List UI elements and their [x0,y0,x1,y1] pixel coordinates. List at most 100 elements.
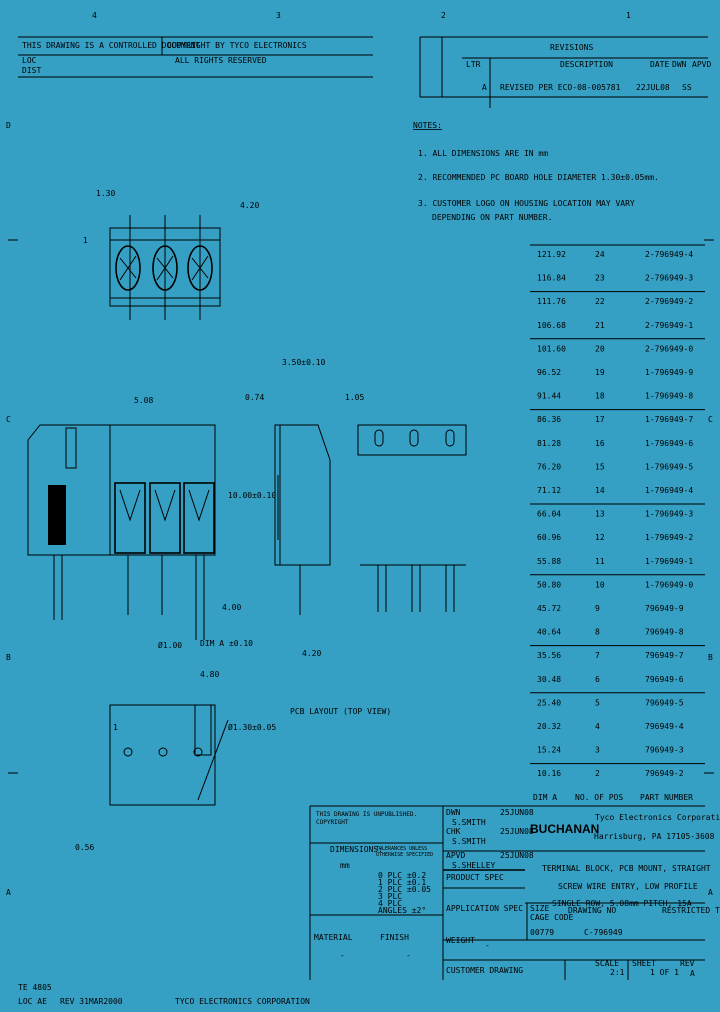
rev-description: REVISED PER ECO-08-005781 [500,83,621,92]
table-cell: 18 [595,392,605,401]
table-cell: 15 [595,462,605,471]
table-cell: 1-796949-4 [645,486,693,495]
dwn-name: S.SMITH [452,818,486,827]
table-cell: 1-796949-7 [645,415,693,424]
table-cell: 1-796949-8 [645,392,693,401]
front-view: 5.08 3.50±0.10 Ø1.00 4.80 4.00 [27,358,326,679]
rev-col: DATE [650,60,669,69]
table-cell: 1-796949-3 [645,510,693,519]
table-cell: 60.96 [537,533,561,542]
zone-label: A [6,888,11,897]
table-cell: 121.92 [537,250,566,259]
table-cell: 7 [595,651,600,660]
table-cell: 796949-5 [645,698,684,707]
table-cell: 796949-2 [645,769,684,778]
zone-label: 3 [276,11,281,20]
title-block: DIMENSIONS: mm 0 PLC ±0.2 1 PLC ±0.1 2 P… [309,805,720,980]
pin-label: 1 [83,236,88,245]
table-cell: 5 [595,698,600,707]
title-line: SINGLE ROW, 5.08mm PITCH, 15A [552,899,692,908]
table-cell: 116.84 [537,274,566,283]
table-cell: 2-796949-3 [645,274,693,283]
dim-label: 4.20 [240,201,259,210]
table-cell: 12 [595,533,605,542]
chk-date: 25JUN08 [500,827,534,836]
restricted-label: RESTRICTED TO [662,906,720,915]
table-cell: 15.24 [537,746,561,755]
chk-name: S.SMITH [452,837,486,846]
table-cell: 91.44 [537,392,561,401]
dim-label: 5.08 [134,396,153,405]
table-cell: 24 [595,250,605,259]
note-item: 3. CUSTOMER LOGO ON HOUSING LOCATION MAY… [418,199,635,208]
table-cell: 796949-7 [645,651,684,660]
zone-label: 2 [441,11,446,20]
table-cell: 3 [595,746,600,755]
side-view: 0.74 1.05 10.00±0.10 4.20 [228,393,364,658]
table-cell: 30.48 [537,675,561,684]
table-cell: 1-796949-6 [645,439,693,448]
table-cell: 17 [595,415,605,424]
tolerances-label: TOLERANCES UNLESS OTHERWISE SPECIFIED [376,846,434,858]
dim-label: 1.30 [96,189,115,198]
table-cell: 8 [595,628,600,637]
table-cell: 1-796949-1 [645,557,693,566]
tolerance: 4 PLC [378,899,402,908]
table-cell: 10.16 [537,769,561,778]
tolerance: 3 PLC [378,892,402,901]
title-line: TERMINAL BLOCK, PCB MOUNT, STRAIGHT [542,864,711,873]
sheet: 1 OF 1 [650,968,679,977]
zone-label: B [708,653,713,662]
chk-label: CHK [446,827,461,836]
footer-path: TYCO ELECTRONICS CORPORATION [175,997,310,1006]
table-cell: 25.40 [537,698,561,707]
table-cell: 66.04 [537,510,561,519]
zone-label: 4 [92,11,97,20]
note-item: 2. RECOMMENDED PC BOARD HOLE DIAMETER 1.… [418,173,659,182]
footer-form: TE 4805 [18,983,52,992]
title-line: SCREW WIRE ENTRY, LOW PROFILE [558,882,698,891]
table-cell: 23 [595,274,605,283]
brand-logo: BUCHANAN [530,822,599,836]
dim-label: Ø1.30±0.05 [228,722,276,732]
table-cell: 55.88 [537,557,561,566]
table-cell: 796949-4 [645,722,684,731]
table-cell: 14 [595,486,605,495]
table-cell: 111.76 [537,297,566,306]
drawing-no: C-796949 [584,928,623,937]
units: mm [340,861,350,870]
notes: NOTES: 1. ALL DIMENSIONS ARE IN mm 2. RE… [413,121,659,222]
rev-label: REV [680,959,695,968]
table-cell: 106.68 [537,321,566,330]
scale: 2:1 [610,968,625,977]
table-cell: 71.12 [537,486,561,495]
zone-label: 1 [626,11,631,20]
dwn-label: DWN [446,808,461,817]
material-label: MATERIAL [314,933,353,942]
table-header: DIM A [533,793,557,802]
table-cell: 76.20 [537,462,561,471]
table-cell: 796949-8 [645,628,684,637]
apvd-label: APVD [446,851,465,860]
table-cell: 86.36 [537,415,561,424]
dim-label: 4.00 [222,603,241,612]
size-label: SIZE [530,904,549,913]
pcb-title: PCB LAYOUT (TOP VIEW) [290,707,391,716]
rev-ltr: A [482,83,487,92]
dim-label: 3.50±0.10 [282,358,326,367]
dim-label: 10.00±0.10 [228,491,276,500]
table-header: NO. OF POS [575,793,623,802]
apvd-date: 25JUN08 [500,851,534,860]
header-dist: DIST [22,66,41,75]
rev-col: APVD [692,60,711,69]
tolerance: 1 PLC ±0.1 [378,878,426,887]
header-copyright: COPYRIGHT BY TYCO ELECTRONICS [167,41,307,50]
table-cell: 2-796949-0 [645,344,693,353]
apvd-name: S.SHELLEY [452,861,496,870]
top-view: 1.30 4.20 1 [83,189,259,320]
footer-rev: REV 31MAR2000 [60,997,123,1006]
rev: A [690,969,695,978]
table-header: PART NUMBER [640,793,693,802]
zone-label: C [6,415,11,424]
table-cell: 19 [595,368,605,377]
